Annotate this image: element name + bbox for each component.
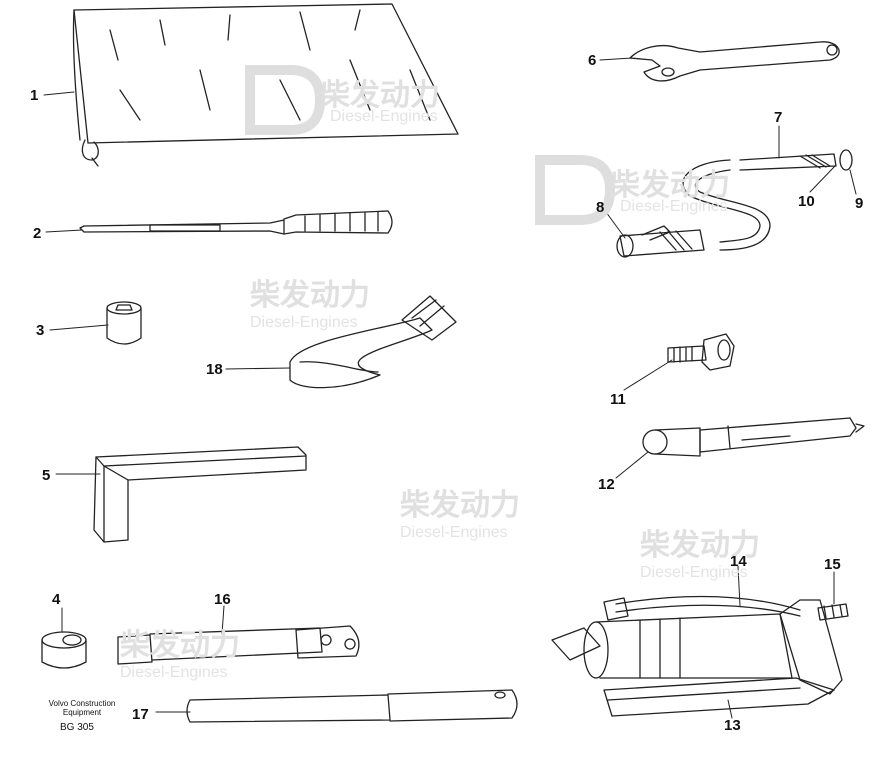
leader-lines	[44, 58, 856, 718]
callout-5: 5	[42, 468, 50, 483]
callout-1: 1	[30, 88, 38, 103]
callout-13: 13	[724, 718, 741, 733]
socket-3	[107, 302, 141, 344]
tommy-bar	[187, 690, 517, 722]
lever-grease-gun	[552, 597, 848, 716]
callout-11: 11	[610, 392, 626, 407]
callout-17: 17	[132, 707, 149, 722]
grease-pump	[643, 418, 864, 456]
grease-hose	[617, 150, 852, 257]
callout-18: 18	[206, 362, 223, 377]
publisher-note: Volvo Construction Equipment	[46, 700, 118, 718]
grease-nipple	[668, 334, 734, 370]
diagram-code: BG 305	[60, 722, 94, 733]
adjustable-wrench	[630, 42, 839, 81]
callout-15: 15	[824, 557, 841, 572]
screwdriver	[80, 211, 392, 234]
socket-4	[42, 632, 86, 668]
callout-9: 9	[855, 196, 863, 211]
tool-bag	[73, 4, 458, 166]
callout-2: 2	[33, 226, 41, 241]
callout-16: 16	[214, 592, 231, 607]
callout-7: 7	[774, 110, 782, 125]
strap-wrench	[290, 296, 456, 388]
hex-key	[94, 447, 306, 542]
callout-8: 8	[596, 200, 604, 215]
callout-4: 4	[52, 592, 60, 607]
publisher-line2: Equipment	[46, 709, 118, 718]
callout-12: 12	[598, 477, 615, 492]
callout-3: 3	[36, 323, 44, 338]
box-spanner	[118, 626, 359, 664]
callout-10: 10	[798, 194, 815, 209]
callout-14: 14	[730, 554, 747, 569]
callout-6: 6	[588, 53, 596, 68]
